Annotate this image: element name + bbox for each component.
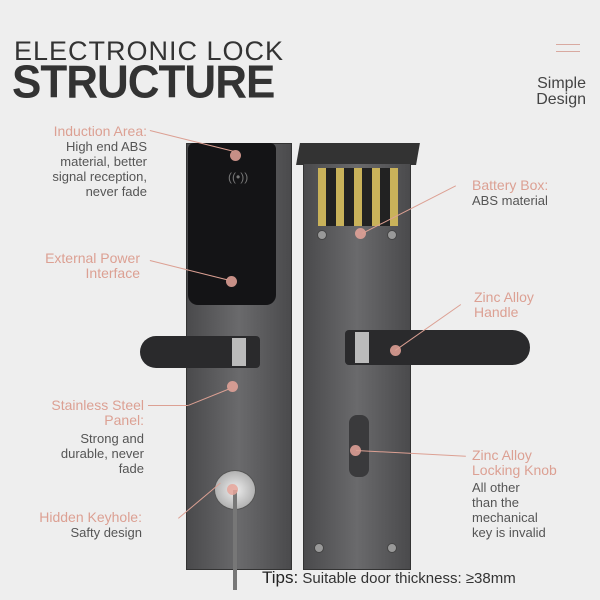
- callout-label: Locking Knob: [472, 462, 557, 478]
- callout-desc: High end ABS: [66, 139, 147, 154]
- callout-desc: than the: [472, 495, 519, 510]
- callout-desc: key is invalid: [472, 525, 546, 540]
- callout-zinc-handle: Zinc Alloy Handle: [474, 290, 534, 320]
- callout-induction-area: Induction Area: High end ABS material, b…: [52, 123, 147, 200]
- callout-hidden-keyhole: Hidden Keyhole: Safty design: [39, 509, 142, 541]
- callout-label: Zinc Alloy: [472, 447, 532, 463]
- callout-label: Zinc Alloy: [474, 289, 534, 305]
- callout-stainless-panel: Stainless Steel Panel: Strong and durabl…: [51, 397, 144, 477]
- screw-icon: [314, 543, 324, 553]
- callout-label: Induction Area:: [53, 123, 147, 139]
- callout-locking-knob: Zinc Alloy Locking Knob All other than t…: [472, 447, 557, 541]
- callout-label: Panel:: [104, 412, 144, 428]
- page-title: STRUCTURE: [12, 56, 275, 109]
- key: [233, 490, 237, 590]
- tips-label: Tips:: [262, 568, 299, 587]
- menu-lines-icon: [556, 44, 580, 58]
- battery-cover: [296, 143, 420, 165]
- callout-desc: mechanical: [472, 510, 538, 525]
- callout-label: Stainless Steel: [51, 397, 144, 413]
- tips-text: Suitable door thickness: ≥38mm: [302, 570, 516, 587]
- screw-icon: [387, 543, 397, 553]
- callout-label: Interface: [85, 265, 140, 281]
- back-handle: [345, 330, 530, 365]
- callout-label: Hidden Keyhole:: [39, 509, 142, 525]
- callout-label: External Power: [45, 250, 140, 266]
- badge-line2: Design: [536, 91, 586, 108]
- callout-label: Handle: [474, 304, 519, 320]
- screw-icon: [317, 230, 327, 240]
- title-line1: ELECTRONIC LOCK: [14, 36, 285, 66]
- callout-desc: Safty design: [70, 525, 142, 540]
- tips-line: Tips: Suitable door thickness: ≥38mm: [262, 568, 516, 588]
- callout-desc: durable, never: [60, 446, 144, 461]
- callout-label: Battery Box:: [472, 177, 549, 193]
- callout-desc: ABS material: [472, 193, 548, 208]
- badge-line1: Simple: [537, 75, 586, 92]
- callout-desc: never fade: [85, 184, 147, 199]
- callout-desc: signal reception,: [52, 169, 147, 184]
- callout-desc: fade: [118, 461, 144, 476]
- callout-desc: Strong and: [80, 431, 144, 446]
- nfc-icon: ((•)): [228, 170, 249, 184]
- battery-box: [318, 168, 398, 226]
- callout-battery-box: Battery Box: ABS material: [472, 177, 549, 209]
- screw-icon: [387, 230, 397, 240]
- callout-desc: material, better: [60, 154, 147, 169]
- callout-external-power: External Power Interface: [45, 251, 140, 281]
- handle-chrome: [355, 332, 369, 363]
- callout-desc: All other: [472, 480, 520, 495]
- handle-chrome: [232, 338, 246, 366]
